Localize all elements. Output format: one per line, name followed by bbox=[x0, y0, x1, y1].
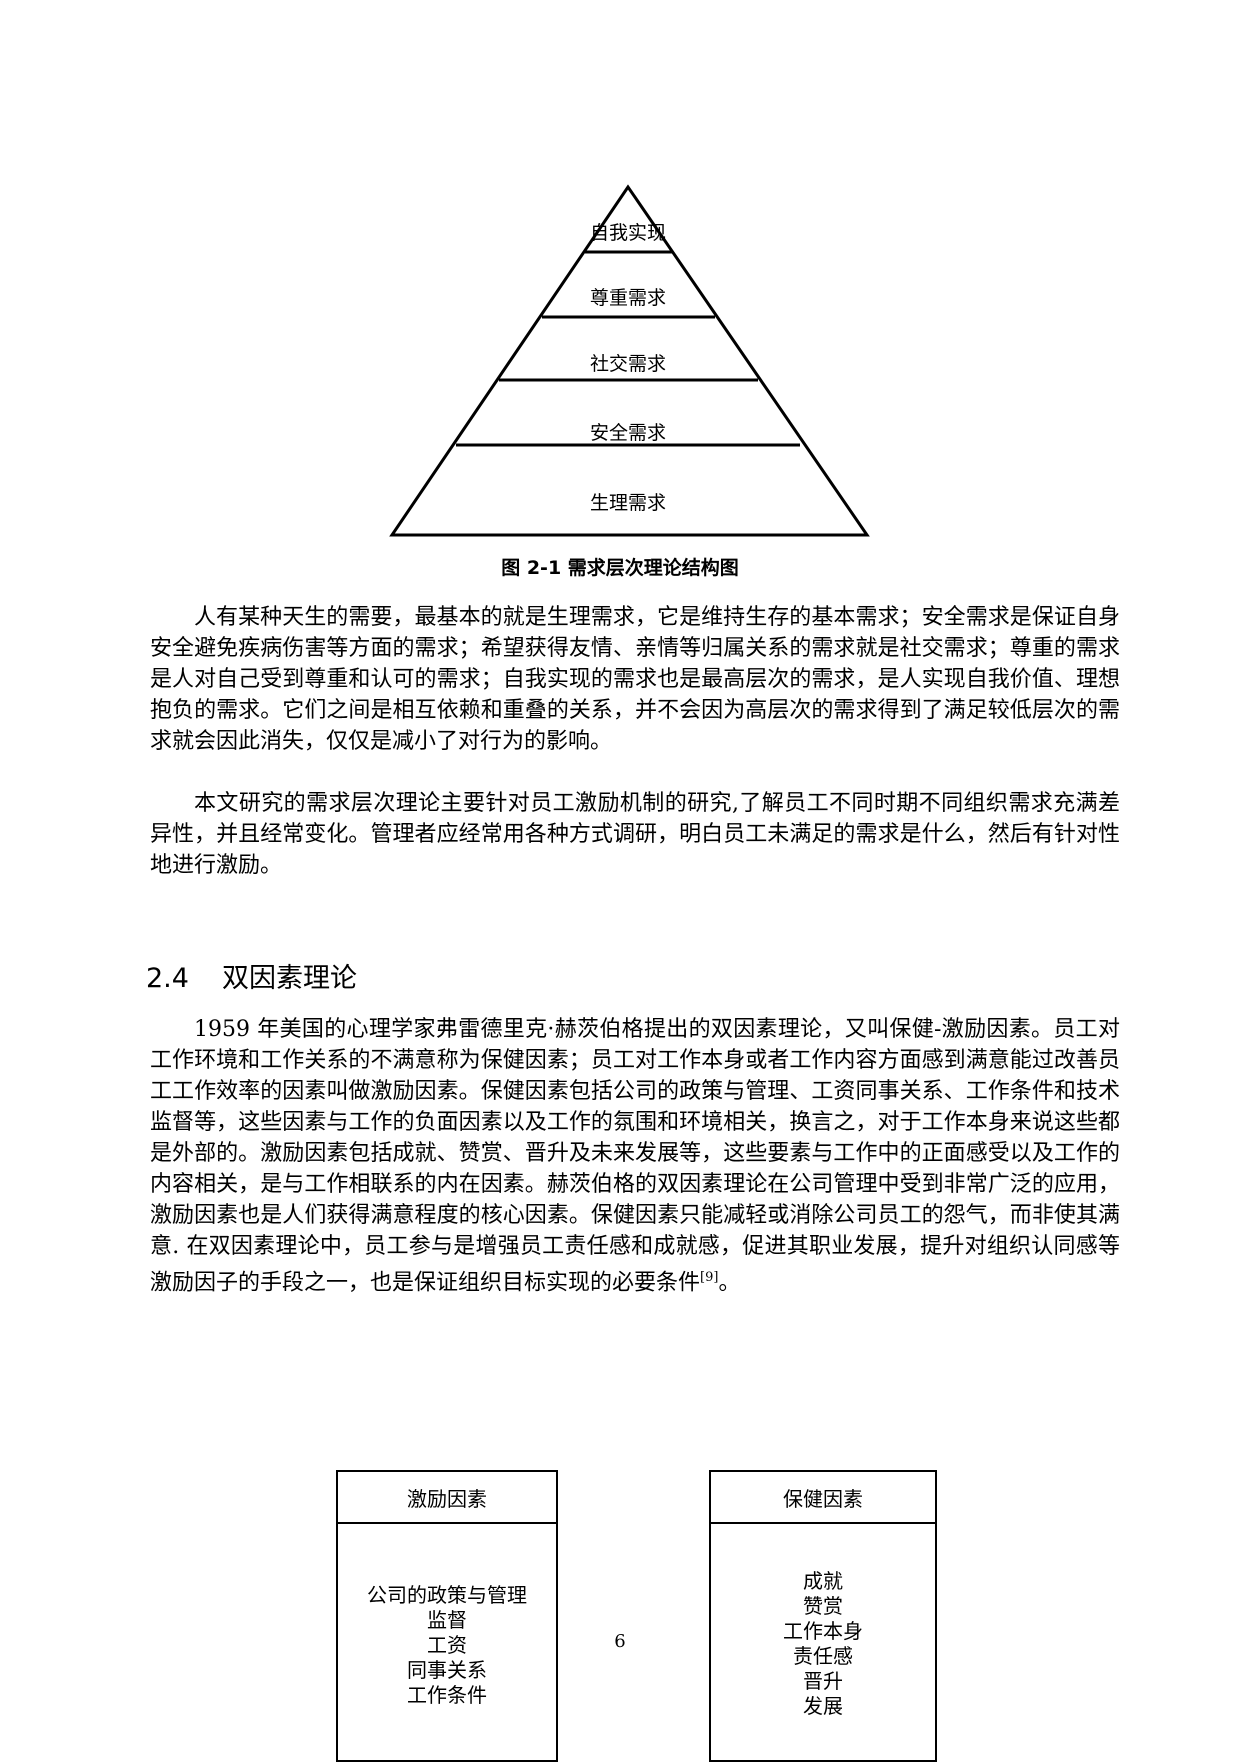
factor-item: 赞赏 bbox=[803, 1594, 843, 1618]
pyramid-level-social: 社交需求 bbox=[589, 353, 666, 375]
pyramid-level-self-actualization: 自我实现 bbox=[589, 222, 666, 244]
factor-item: 晋升 bbox=[803, 1669, 843, 1693]
factor-item: 成就 bbox=[803, 1569, 843, 1593]
pyramid-level-physiological: 生理需求 bbox=[589, 492, 666, 514]
section-title: 双因素理论 bbox=[222, 963, 357, 994]
paragraph-end: 。 bbox=[718, 1270, 741, 1296]
pyramid-level-esteem: 尊重需求 bbox=[589, 287, 666, 309]
right-box-header: 保健因素 bbox=[709, 1470, 937, 1524]
section-number: 2.4 bbox=[146, 963, 189, 994]
factor-item: 公司的政策与管理 bbox=[367, 1583, 527, 1607]
factor-item: 责任感 bbox=[793, 1644, 853, 1668]
pyramid-level-safety: 安全需求 bbox=[589, 422, 666, 444]
pyramid-shape bbox=[389, 184, 870, 537]
left-box-body: 公司的政策与管理 监督 工资 同事关系 工作条件 bbox=[336, 1522, 558, 1762]
body-paragraph: 1959 年美国的心理学家弗雷德里克·赫茨伯格提出的双因素理论，又叫保健-激励因… bbox=[150, 1014, 1120, 1298]
factor-item: 发展 bbox=[803, 1694, 843, 1718]
left-box-header: 激励因素 bbox=[336, 1470, 558, 1524]
factor-item: 工资 bbox=[427, 1633, 467, 1657]
factor-item: 监督 bbox=[427, 1608, 467, 1632]
hierarchy-pyramid-diagram: 自我实现 尊重需求 社交需求 安全需求 生理需求 bbox=[385, 180, 875, 545]
factor-item: 工作本身 bbox=[783, 1619, 863, 1643]
paragraph-text: 1959 年美国的心理学家弗雷德里克·赫茨伯格提出的双因素理论，又叫保健-激励因… bbox=[150, 1017, 1120, 1296]
factor-item: 工作条件 bbox=[407, 1683, 487, 1707]
body-paragraph: 本文研究的需求层次理论主要针对员工激励机制的研究,了解员工不同时期不同组织需求充… bbox=[150, 791, 1120, 878]
figure-caption: 图 2-1 需求层次理论结构图 bbox=[501, 557, 739, 579]
citation: [9] bbox=[700, 1270, 719, 1285]
factor-item: 同事关系 bbox=[407, 1658, 487, 1682]
section-heading: 2.4 双因素理论 bbox=[146, 961, 357, 997]
page-number: 6 bbox=[614, 1631, 626, 1652]
body-paragraph: 人有某种天生的需要，最基本的就是生理需求，它是维持生存的基本需求；安全需求是保证… bbox=[150, 605, 1120, 754]
right-box-body: 成就 赞赏 工作本身 责任感 晋升 发展 bbox=[709, 1522, 937, 1762]
